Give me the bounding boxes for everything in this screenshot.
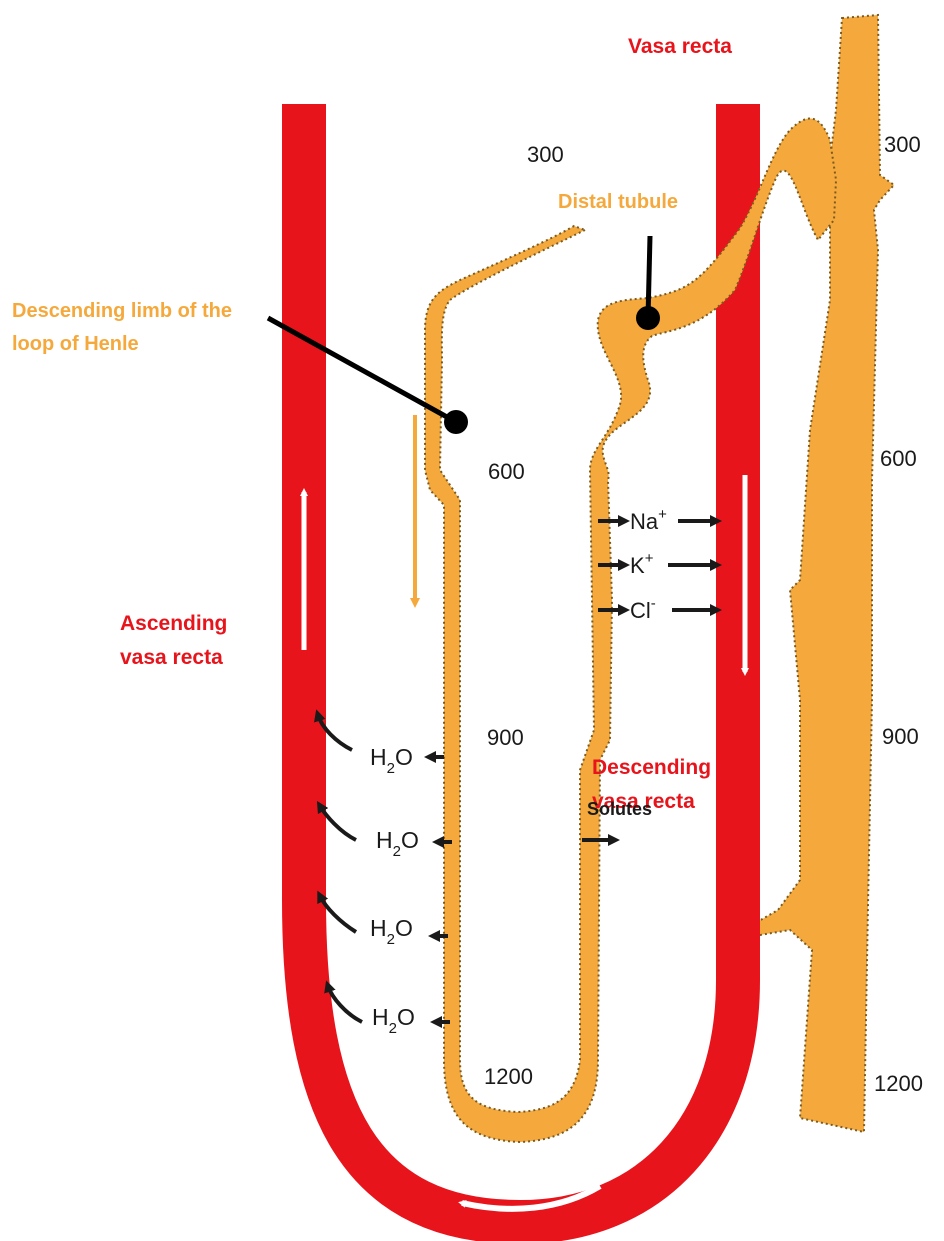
water-row-3: H2O bbox=[320, 896, 448, 948]
ascending-vasa-recta-label-line1: Ascending bbox=[120, 612, 227, 635]
osmolarity-inner-300: 300 bbox=[527, 142, 564, 167]
water-movement: H2O H2O H2O H2O bbox=[318, 715, 452, 1037]
osmolarity-inner-900: 900 bbox=[487, 725, 524, 750]
svg-text:H2O: H2O bbox=[370, 744, 413, 777]
distal-tubule-pointer-dot bbox=[636, 306, 660, 330]
osmolarity-outer-600: 600 bbox=[880, 446, 917, 471]
osmolarity-outer-900: 900 bbox=[882, 724, 919, 749]
osmolarity-inner-600: 600 bbox=[488, 459, 525, 484]
sodium-ion-label: Na+ bbox=[630, 506, 667, 534]
ion-transport: Na+ K+ Cl- bbox=[598, 506, 716, 623]
solutes-label: Solutes bbox=[587, 799, 652, 819]
descending-vasa-recta-label-line1: Descending bbox=[592, 756, 711, 779]
distal-tubule-pointer-line bbox=[648, 236, 650, 318]
svg-text:H2O: H2O bbox=[376, 827, 419, 860]
descending-limb-label-line1: Descending limb of the bbox=[12, 300, 232, 322]
water-row-2: H2O bbox=[320, 806, 452, 860]
distal-tubule-label: Distal tubule bbox=[558, 191, 678, 213]
water-row-1: H2O bbox=[318, 715, 444, 777]
loop-of-henle-tubule bbox=[425, 119, 836, 1142]
ascending-vasa-recta-label-line2: vasa recta bbox=[120, 646, 223, 669]
svg-text:H2O: H2O bbox=[370, 915, 413, 948]
potassium-ion-label: K+ bbox=[630, 550, 654, 578]
svg-text:H2O: H2O bbox=[372, 1004, 415, 1037]
osmolarity-outer-1200: 1200 bbox=[874, 1071, 923, 1096]
vasa-recta-vessel bbox=[304, 104, 738, 1222]
descending-limb-label-line2: loop of Henle bbox=[12, 333, 139, 355]
water-row-4: H2O bbox=[328, 986, 450, 1037]
chloride-ion-label: Cl- bbox=[630, 595, 656, 623]
vasa-recta-label: Vasa recta bbox=[628, 35, 732, 58]
osmolarity-outer-300: 300 bbox=[884, 132, 921, 157]
descending-limb-pointer-dot bbox=[444, 410, 468, 434]
osmolarity-inner-1200: 1200 bbox=[484, 1064, 533, 1089]
